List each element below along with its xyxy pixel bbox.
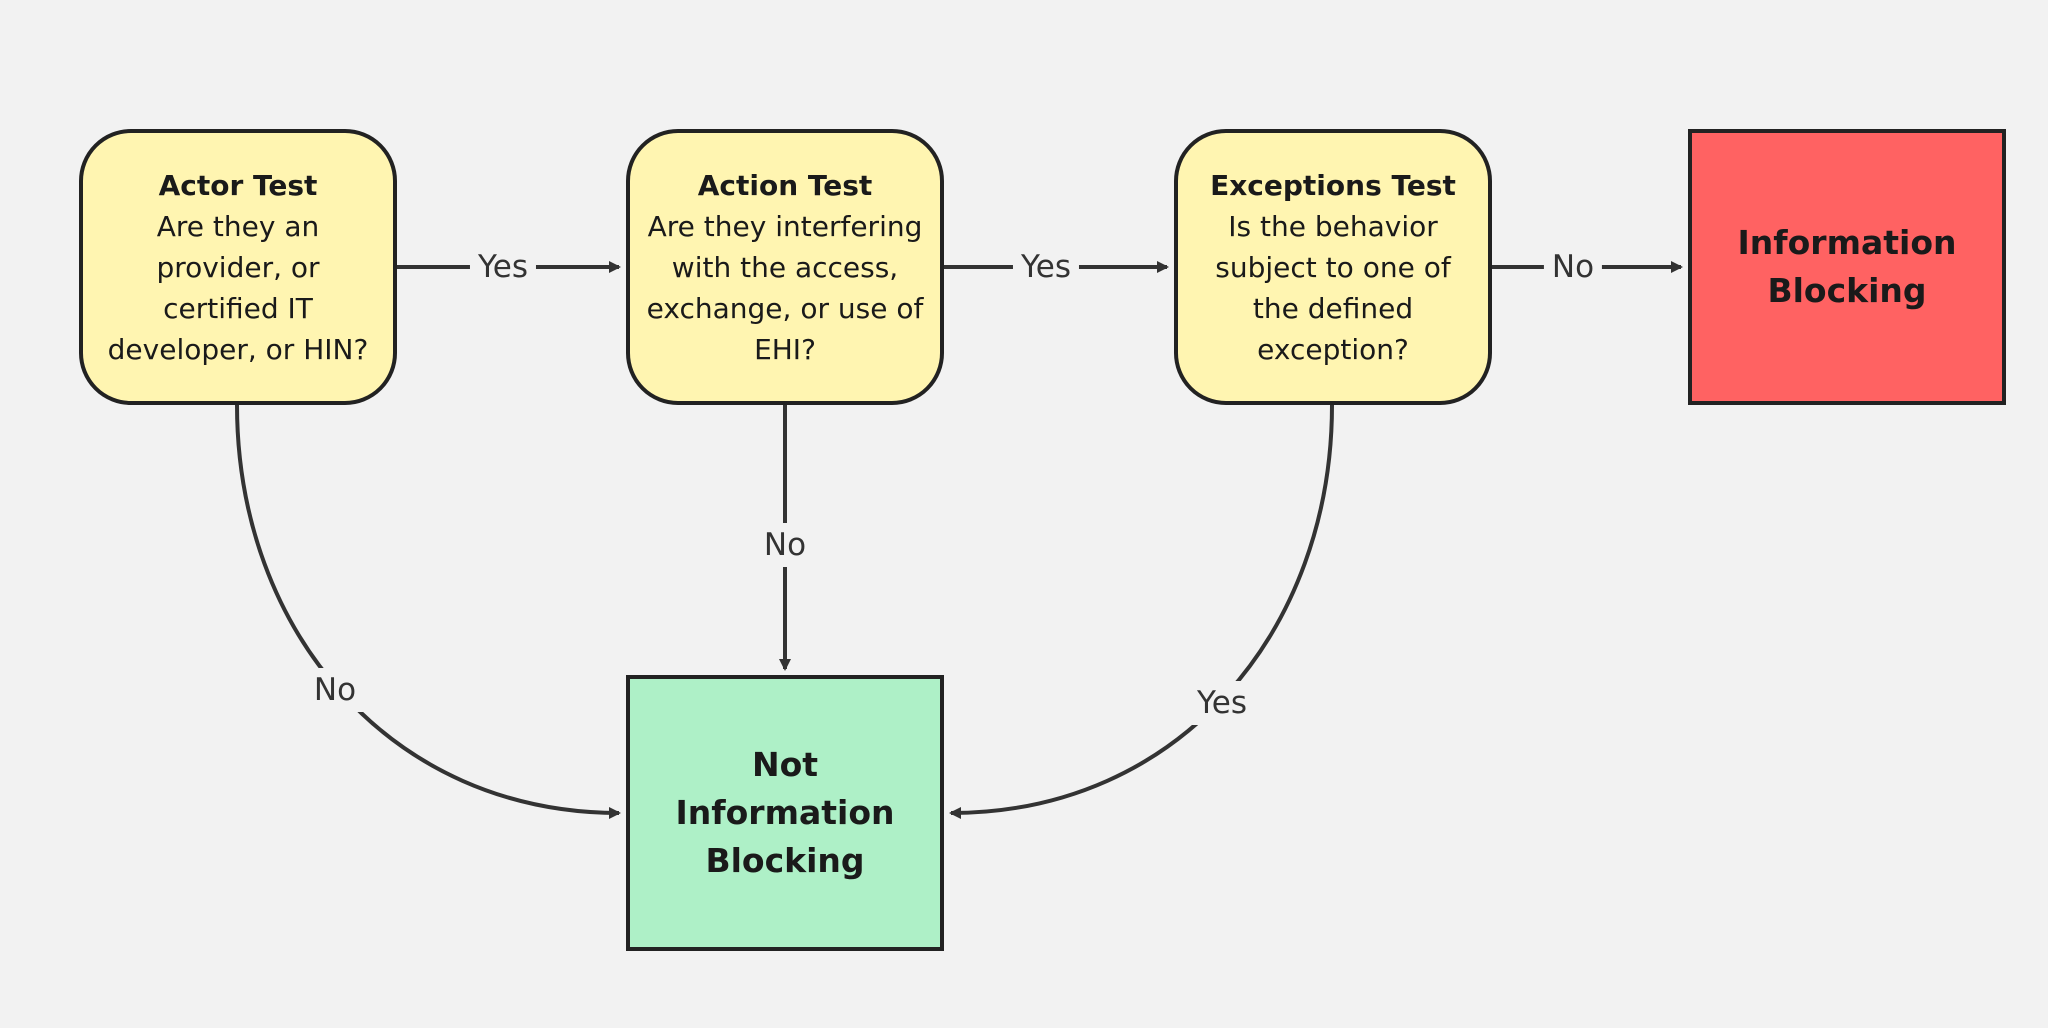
- action-test-title: Action Test: [697, 168, 873, 202]
- not-information-blocking-label: Not Information Blocking: [675, 745, 895, 880]
- action-test-node: Action Test Are they interfering with th…: [626, 129, 944, 405]
- edge-label-exceptions-to-not-information-blocking: Yes: [1188, 681, 1256, 725]
- actor-test-question: Are they an provider, or certified IT de…: [107, 209, 369, 366]
- actor-test-title: Actor Test: [158, 168, 318, 202]
- edge-label-action-to-not-information-blocking: No: [755, 523, 815, 567]
- edge-actor-to-not-information-blocking: [235, 404, 621, 819]
- action-test-question: Are they interfering with the access, ex…: [646, 209, 924, 366]
- edge-label-exceptions-to-information-blocking: No: [1543, 245, 1603, 289]
- edge-label-actor-to-action: Yes: [469, 245, 537, 289]
- exceptions-test-question: Is the behavior subject to one of the de…: [1215, 209, 1451, 366]
- exceptions-test-node: Exceptions Test Is the behavior subject …: [1174, 129, 1492, 405]
- not-information-blocking-node: Not Information Blocking: [626, 675, 944, 951]
- edge-label-action-to-exceptions: Yes: [1012, 245, 1080, 289]
- information-blocking-label: Information Blocking: [1737, 223, 1957, 310]
- actor-test-node: Actor Test Are they an provider, or cert…: [79, 129, 397, 405]
- edge-exceptions-to-not-information-blocking: [949, 404, 1334, 819]
- information-blocking-node: Information Blocking: [1688, 129, 2006, 405]
- edge-label-actor-to-not-information-blocking: No: [305, 668, 365, 712]
- exceptions-test-title: Exceptions Test: [1210, 168, 1456, 202]
